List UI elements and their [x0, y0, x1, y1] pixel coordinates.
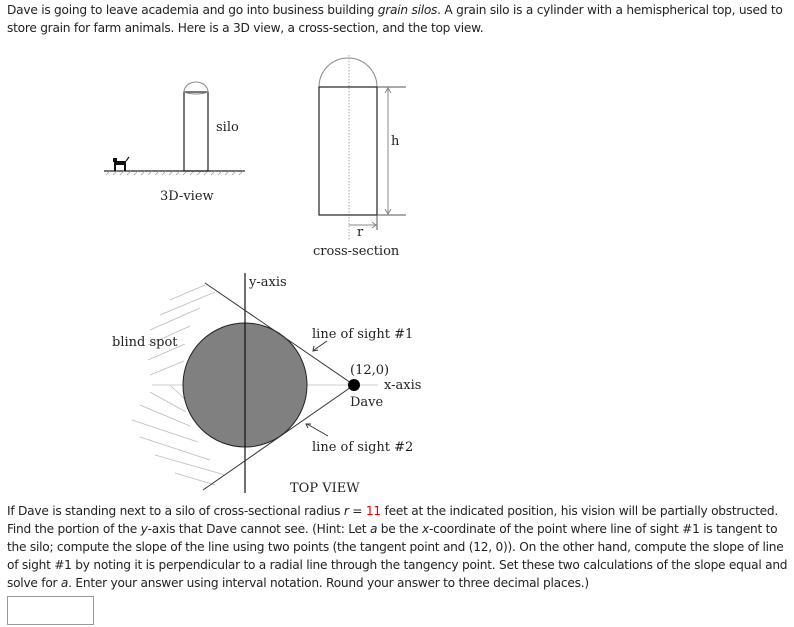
cross-section-label: cross-section	[313, 244, 400, 259]
x-variable: x	[422, 522, 429, 536]
h-label: h	[391, 134, 400, 149]
q-part: -axis that Dave cannot see. (Hint: Let	[147, 522, 370, 536]
cross-section: h r cross-section	[313, 55, 406, 259]
intro-emphasis: grain silos	[377, 3, 438, 17]
q-part: . Enter your answer using interval notat…	[68, 576, 589, 590]
q-part: -coordinate of the point where line of s…	[7, 522, 788, 590]
r-label: r	[357, 225, 364, 240]
blind-spot-hatching	[131, 284, 226, 486]
q-part: be the	[377, 522, 423, 536]
intro-part: . A grain silo is a cylinder with a hemi…	[7, 3, 783, 35]
top-view-label: TOP VIEW	[290, 481, 360, 496]
silo-3d	[183, 91, 209, 172]
a-variable: a	[369, 522, 378, 536]
q-part: If Dave is standing next to a silo of cr…	[7, 504, 344, 518]
top-view: y-axis blind spot line of sight #1 (12,0…	[112, 273, 421, 496]
line-of-sight-1-label: line of sight #1	[312, 327, 413, 342]
silo-label: silo	[216, 120, 239, 135]
dave-point	[348, 379, 360, 391]
q-part: =	[348, 504, 366, 518]
dave-label: Dave	[350, 395, 384, 410]
y-axis-label: y-axis	[248, 275, 287, 290]
a-variable: a	[60, 576, 69, 590]
x-axis-label: x-axis	[384, 378, 421, 393]
blind-spot-label: blind spot	[112, 335, 178, 350]
view-3d: silo 3D-view	[104, 81, 245, 204]
line-of-sight-1	[204, 282, 355, 386]
view3d-label: 3D-view	[160, 189, 214, 204]
intro-text: Dave is going to leave academia and go i…	[7, 1, 789, 37]
question-text: If Dave is standing next to a silo of cr…	[7, 502, 789, 592]
r-variable: r	[343, 504, 349, 518]
point-label: (12,0)	[350, 363, 389, 378]
dog-icon	[113, 156, 130, 171]
line-of-sight-2-label: line of sight #2	[312, 440, 413, 455]
q-part: feet at the indicated position, his visi…	[7, 504, 778, 536]
intro-part: Dave is going to leave academia and go i…	[7, 3, 378, 17]
radius-value: 11	[365, 504, 381, 518]
answer-input[interactable]	[7, 596, 94, 625]
line-of-sight-2	[202, 384, 355, 491]
silo-diagram: silo 3D-view h r cross-section	[104, 55, 421, 496]
y-variable: y	[140, 522, 148, 536]
